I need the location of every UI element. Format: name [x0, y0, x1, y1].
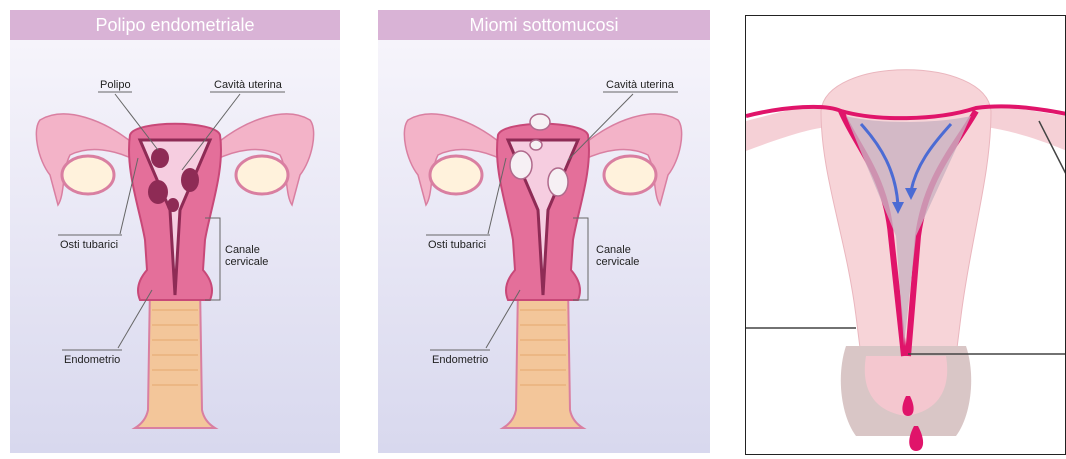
label-uterine-cavity: Cavità uterina [214, 79, 283, 91]
uterus-illustration: Cavità uterina Osti tubarici Canale cerv… [378, 10, 710, 453]
uterus-illustration: Polipo Cavità uterina Osti tubarici Cana… [10, 10, 340, 453]
diagram-panel-submucosal-fibroids: Miomi sottomucosi Cavità uterina Osti t [378, 10, 710, 453]
right-ovary [604, 156, 656, 194]
fibroid-4 [530, 140, 542, 150]
polyp-3 [181, 168, 199, 192]
diagram-panel-uterus-closeup [745, 15, 1066, 455]
left-ovary [430, 156, 482, 194]
left-ovary [62, 156, 114, 194]
fibroid-2 [510, 151, 532, 179]
right-ovary [236, 156, 288, 194]
label-tubal-ostia: Osti tubarici [428, 239, 486, 251]
label-polyp: Polipo [100, 79, 131, 91]
uterus-closeup-illustration [746, 16, 1066, 455]
label-endometrium: Endometrio [64, 354, 120, 366]
polyp-1 [151, 148, 169, 168]
label-endometrium: Endometrio [432, 354, 488, 366]
vagina [503, 285, 583, 428]
polyp-4 [167, 198, 179, 212]
label-tubal-ostia: Osti tubarici [60, 239, 118, 251]
fibroid-3 [548, 168, 568, 196]
diagram-panel-endometrial-polyp: Polipo endometriale Poli [10, 10, 340, 453]
polyp-2 [148, 180, 168, 204]
label-cervical-canal-2: cervicale [596, 256, 639, 268]
label-cervical-canal-2: cervicale [225, 256, 268, 268]
fibroid-1 [530, 114, 550, 130]
label-cervical-canal-1: Canale [596, 244, 631, 256]
label-uterine-cavity: Cavità uterina [606, 79, 675, 91]
vagina [135, 285, 215, 428]
label-cervical-canal-1: Canale [225, 244, 260, 256]
